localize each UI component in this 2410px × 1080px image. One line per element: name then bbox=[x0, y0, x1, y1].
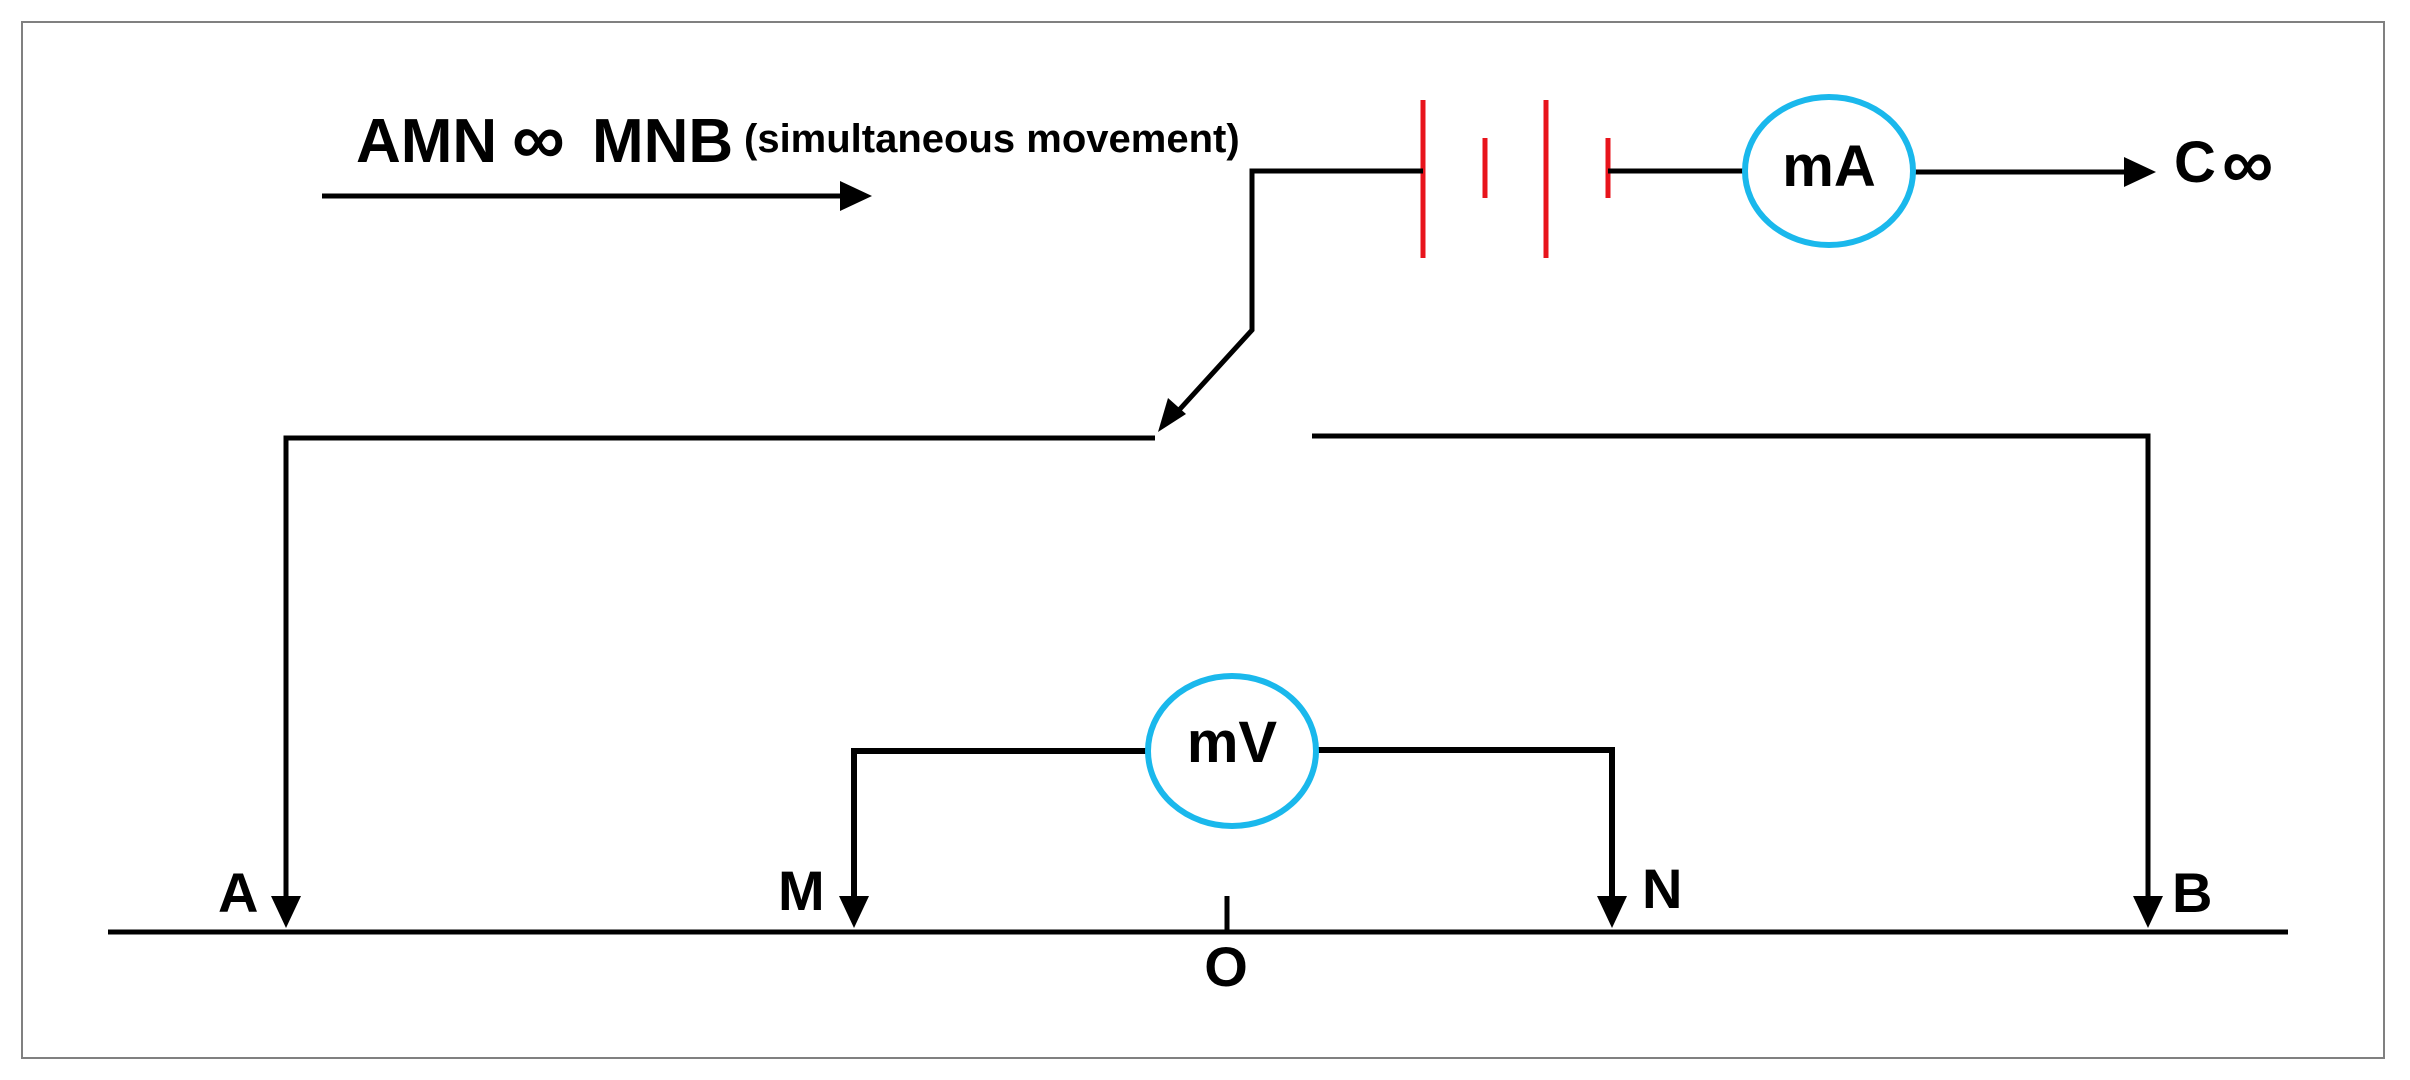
potential-circuit bbox=[851, 747, 1615, 898]
electrode-n-label: N bbox=[1642, 857, 1682, 920]
heading-infinity: ∞ bbox=[512, 97, 565, 180]
remote-electrode-label: C bbox=[2174, 130, 2216, 195]
heading-method-rest: MNB bbox=[592, 107, 733, 176]
electrode-b-arrowhead bbox=[2133, 896, 2163, 928]
milliammeter: mA bbox=[1742, 94, 1916, 248]
switch-arrowhead bbox=[1158, 398, 1186, 432]
electrode-arrowheads bbox=[271, 896, 2163, 928]
diagram-frame bbox=[21, 21, 2385, 1059]
movement-arrow bbox=[322, 181, 872, 211]
heading-note: (simultaneous movement) bbox=[744, 117, 1240, 161]
electrode-a-arrowhead bbox=[271, 896, 301, 928]
heading: AMN ∞ MNB (simultaneous movement) bbox=[356, 97, 1240, 180]
current-circuit bbox=[283, 168, 2151, 898]
electrode-b-label: B bbox=[2172, 861, 2212, 924]
heading-method: AMN bbox=[356, 107, 497, 176]
millivoltmeter: mV bbox=[1145, 673, 1319, 829]
electrode-m-arrowhead bbox=[839, 896, 869, 928]
electrode-a-label: A bbox=[218, 861, 258, 924]
electrode-m-label: M bbox=[778, 859, 825, 922]
remote-electrode-arrowhead bbox=[2124, 157, 2156, 187]
remote-electrode-infinity: ∞ bbox=[2222, 124, 2273, 204]
milliammeter-label: mA bbox=[1782, 134, 1875, 199]
electrode-n-arrowhead bbox=[1597, 896, 1627, 928]
millivoltmeter-label: mV bbox=[1187, 710, 1278, 775]
battery-icon bbox=[1420, 100, 1611, 258]
electrode-o-label: O bbox=[1204, 935, 1248, 998]
